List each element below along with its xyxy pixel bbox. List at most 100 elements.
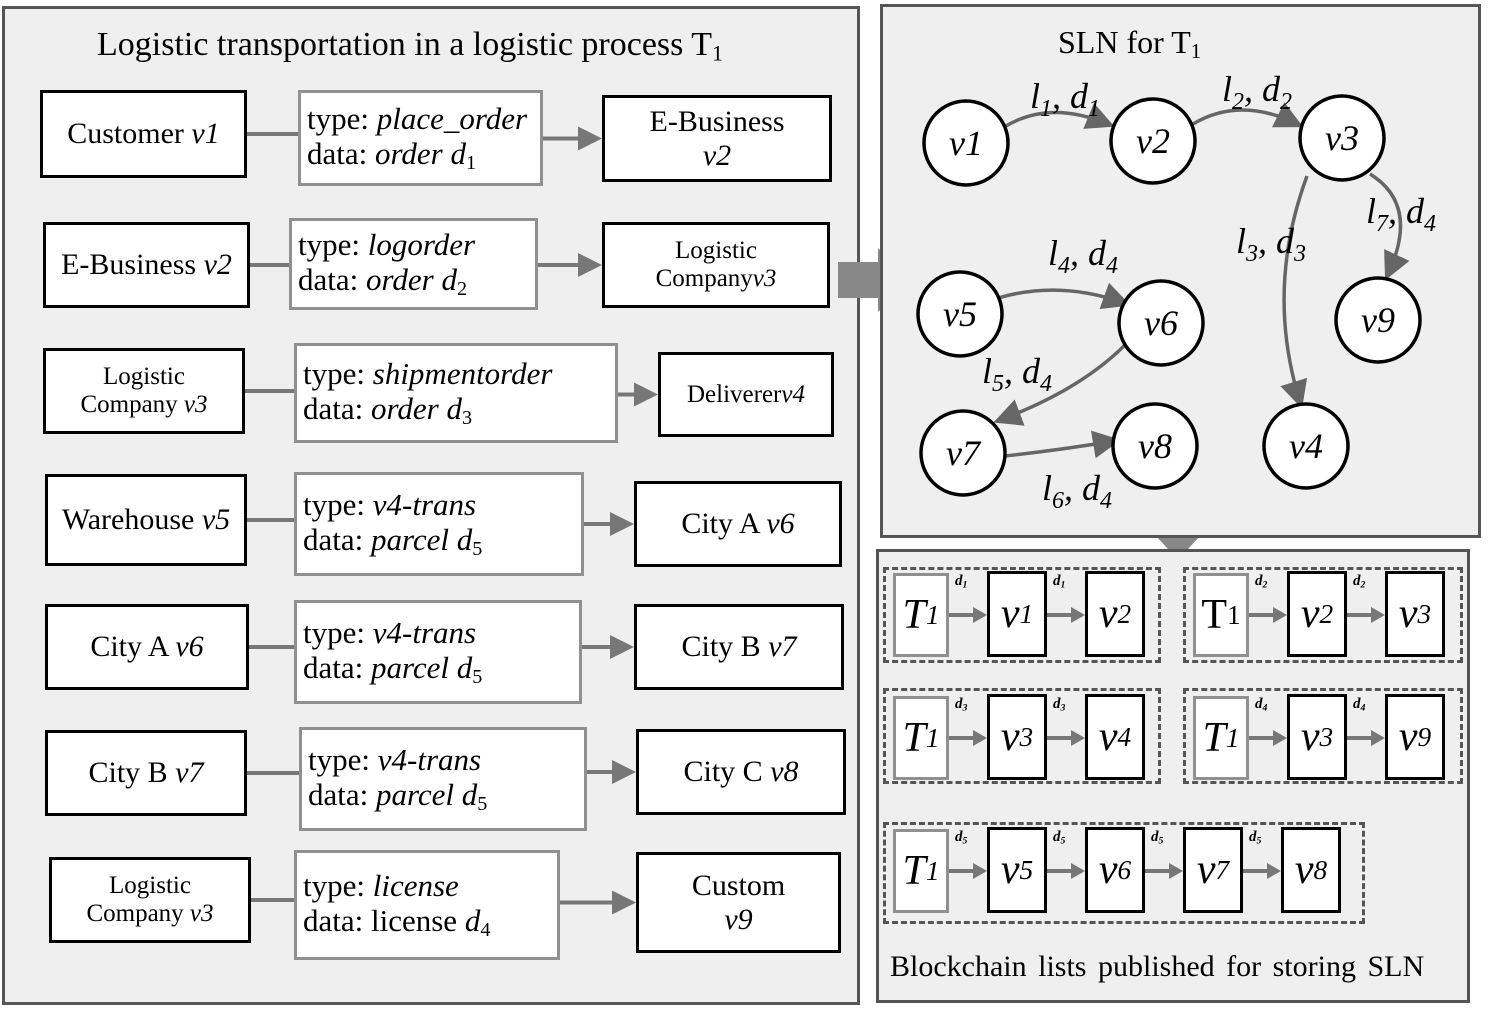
svg-text:v9: v9 <box>1361 300 1395 340</box>
chain-arrow <box>949 607 987 623</box>
sln-edge-label: l6, d4 <box>1042 468 1112 514</box>
blockchain-list <box>883 567 1161 663</box>
sln-node-v1: v1 <box>922 99 1010 187</box>
message-type: type: v4-trans <box>308 741 482 777</box>
actor-box-source: City B v7 <box>45 730 247 816</box>
actor-box-source: City A v6 <box>45 604 249 690</box>
actor-box-source: Customer v1 <box>40 90 247 178</box>
sln-edge-v1-v2 <box>1005 103 1115 129</box>
sln-edge-label: l7, d4 <box>1366 191 1436 237</box>
sln-node-v2: v2 <box>1109 97 1197 185</box>
chain-data-label: d2 <box>1353 573 1366 591</box>
actor-box-target: City C v8 <box>636 729 846 815</box>
sln-node-v4: v4 <box>1262 402 1350 490</box>
sln-edge-v3-v4 <box>1280 175 1309 409</box>
chain-data-label: d1 <box>1053 573 1066 591</box>
sln-edges: l1, d1 l2, d2 l3, d3 l4, d4 l5, d4 l6, d4 l7, … <box>982 69 1436 514</box>
chain-arrow <box>1347 730 1385 746</box>
message-type: type: place_order <box>307 100 528 136</box>
chain-data-label: d2 <box>1255 573 1268 591</box>
svg-text:v6: v6 <box>1144 303 1178 343</box>
message-type: type: shipmentorder <box>303 355 553 391</box>
chain-data-label: d5 <box>1151 829 1164 847</box>
actor-box-source: E-Business v2 <box>43 222 250 308</box>
chain-data-label: d5 <box>955 829 968 847</box>
chain-data-label: d5 <box>1053 829 1066 847</box>
message-data: data: parcel d5 <box>303 521 483 560</box>
message-type: type: v4-trans <box>303 486 477 522</box>
chain-arrow <box>1047 607 1085 623</box>
blockchain-list <box>1183 567 1463 663</box>
chain-arrow <box>949 730 987 746</box>
chain-data-label: d3 <box>955 696 968 714</box>
sln-node-v3: v3 <box>1298 94 1386 182</box>
actor-box-target: City A v6 <box>634 481 842 567</box>
sln-edge-label: l4, d4 <box>1048 233 1118 279</box>
message-data: data: order d3 <box>303 390 473 429</box>
svg-text:v5: v5 <box>943 294 977 334</box>
sln-node-v5: v5 <box>916 270 1004 358</box>
sln-edge-label: l5, d4 <box>982 351 1052 397</box>
message-type: type: v4-trans <box>303 614 477 650</box>
svg-text:v8: v8 <box>1138 426 1172 466</box>
logistic-process-title: Logistic transportation in a logistic pr… <box>97 26 724 66</box>
message-data: data: parcel d5 <box>308 776 488 815</box>
sln-edge-v6-v7 <box>993 343 1127 426</box>
actor-box-source: Warehouse v5 <box>45 474 247 566</box>
chain-arrow <box>1047 863 1085 879</box>
blockchain-list <box>883 688 1161 784</box>
blockchain-panel <box>876 549 1470 1003</box>
chain-data-label: d5 <box>1249 829 1262 847</box>
sln-edge-v7-v8 <box>1004 430 1121 459</box>
sln-edge-label: l3, d3 <box>1236 221 1306 267</box>
svg-text:v7: v7 <box>946 433 982 473</box>
chain-arrow <box>1047 730 1085 746</box>
chain-arrow <box>1249 607 1287 623</box>
chain-data-label: d4 <box>1255 696 1268 714</box>
sln-edge-v5-v6 <box>997 282 1131 310</box>
sln-title: SLN for T1 <box>1058 24 1202 64</box>
sln-edge-label: l1, d1 <box>1030 76 1100 122</box>
sln-node-v6: v6 <box>1117 279 1205 367</box>
actor-box-target: Delivererv4 <box>658 352 834 437</box>
sln-nodes: v1 v2 v3 v4 v5 v6 v7 v8 v9 <box>916 94 1422 497</box>
chain-arrow <box>1249 730 1287 746</box>
sln-node-v8: v8 <box>1111 402 1199 490</box>
svg-text:v1: v1 <box>949 123 983 163</box>
chain-arrow <box>1347 607 1385 623</box>
message-data: data: order d2 <box>298 261 468 300</box>
sln-node-v9: v9 <box>1334 276 1422 364</box>
chain-data-label: d3 <box>1053 696 1066 714</box>
blockchain-caption: Blockchain lists published for storing S… <box>890 950 1425 983</box>
blockchain-list <box>1183 688 1463 784</box>
sln-edge-label: l2, d2 <box>1222 69 1292 115</box>
